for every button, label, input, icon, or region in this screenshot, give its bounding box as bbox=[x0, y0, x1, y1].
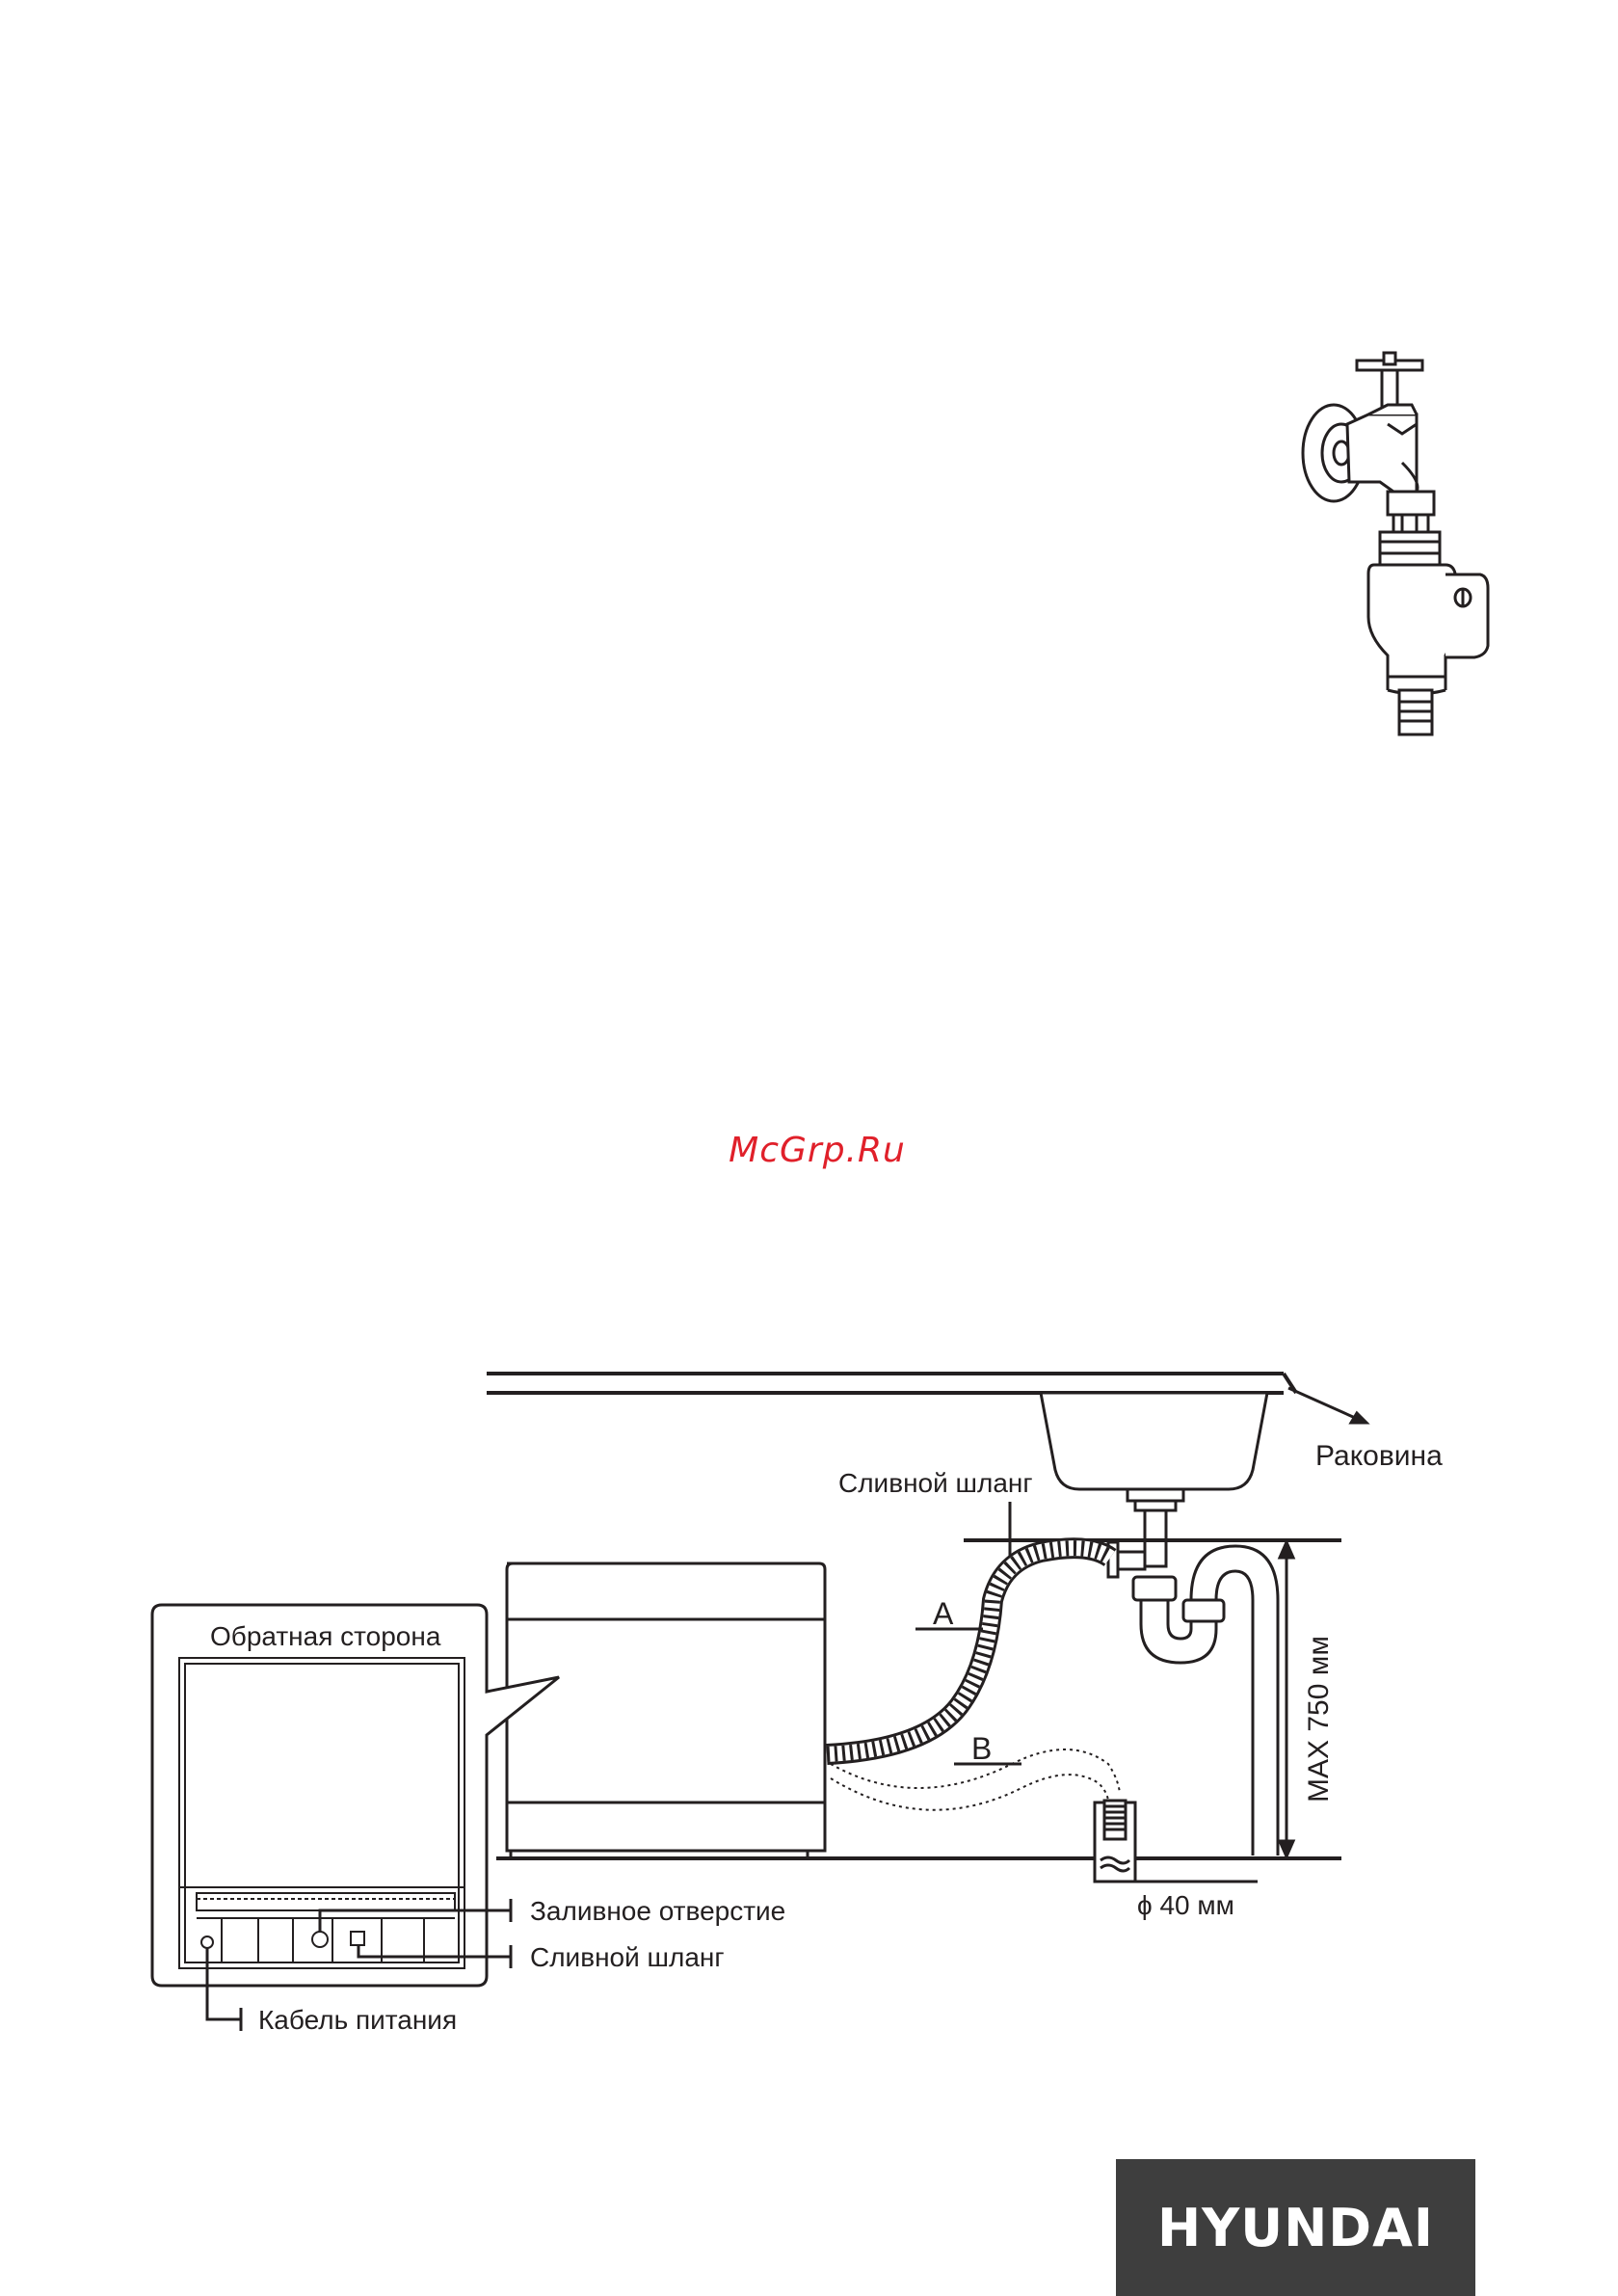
inlet-label: Заливное отверстие bbox=[530, 1896, 785, 1926]
brand-name: HYUNDAI bbox=[1157, 2198, 1434, 2258]
drain-hose-label-top: Сливной шланг bbox=[838, 1468, 1033, 1498]
height-dimension bbox=[1280, 1542, 1293, 1856]
label-a: A bbox=[933, 1596, 954, 1631]
water-tap-illustration bbox=[1303, 353, 1488, 734]
countertop bbox=[487, 1374, 1296, 1393]
sink-leader bbox=[1288, 1388, 1366, 1423]
drain-hose-label: Сливной шланг bbox=[530, 1942, 725, 1972]
drain-hose-a bbox=[827, 1548, 1110, 1754]
dishwasher bbox=[507, 1563, 825, 1858]
brand-logo: HYUNDAI bbox=[1116, 2159, 1475, 2296]
siphon-pipe bbox=[1108, 1489, 1278, 1855]
standpipe bbox=[1095, 1801, 1258, 1882]
max-height-label: MAX 750 мм bbox=[1303, 1636, 1335, 1802]
back-side-label: Обратная сторона bbox=[210, 1621, 441, 1651]
sink-label: Раковина bbox=[1315, 1440, 1443, 1472]
watermark: McGrp.Ru bbox=[729, 1131, 906, 1170]
sink-bowl bbox=[1041, 1393, 1267, 1489]
power-cable-label: Кабель питания bbox=[258, 2005, 457, 2035]
label-b: B bbox=[971, 1731, 992, 1766]
back-panel bbox=[179, 1658, 464, 1968]
diameter-label: ϕ 40 мм bbox=[1137, 1890, 1234, 1920]
